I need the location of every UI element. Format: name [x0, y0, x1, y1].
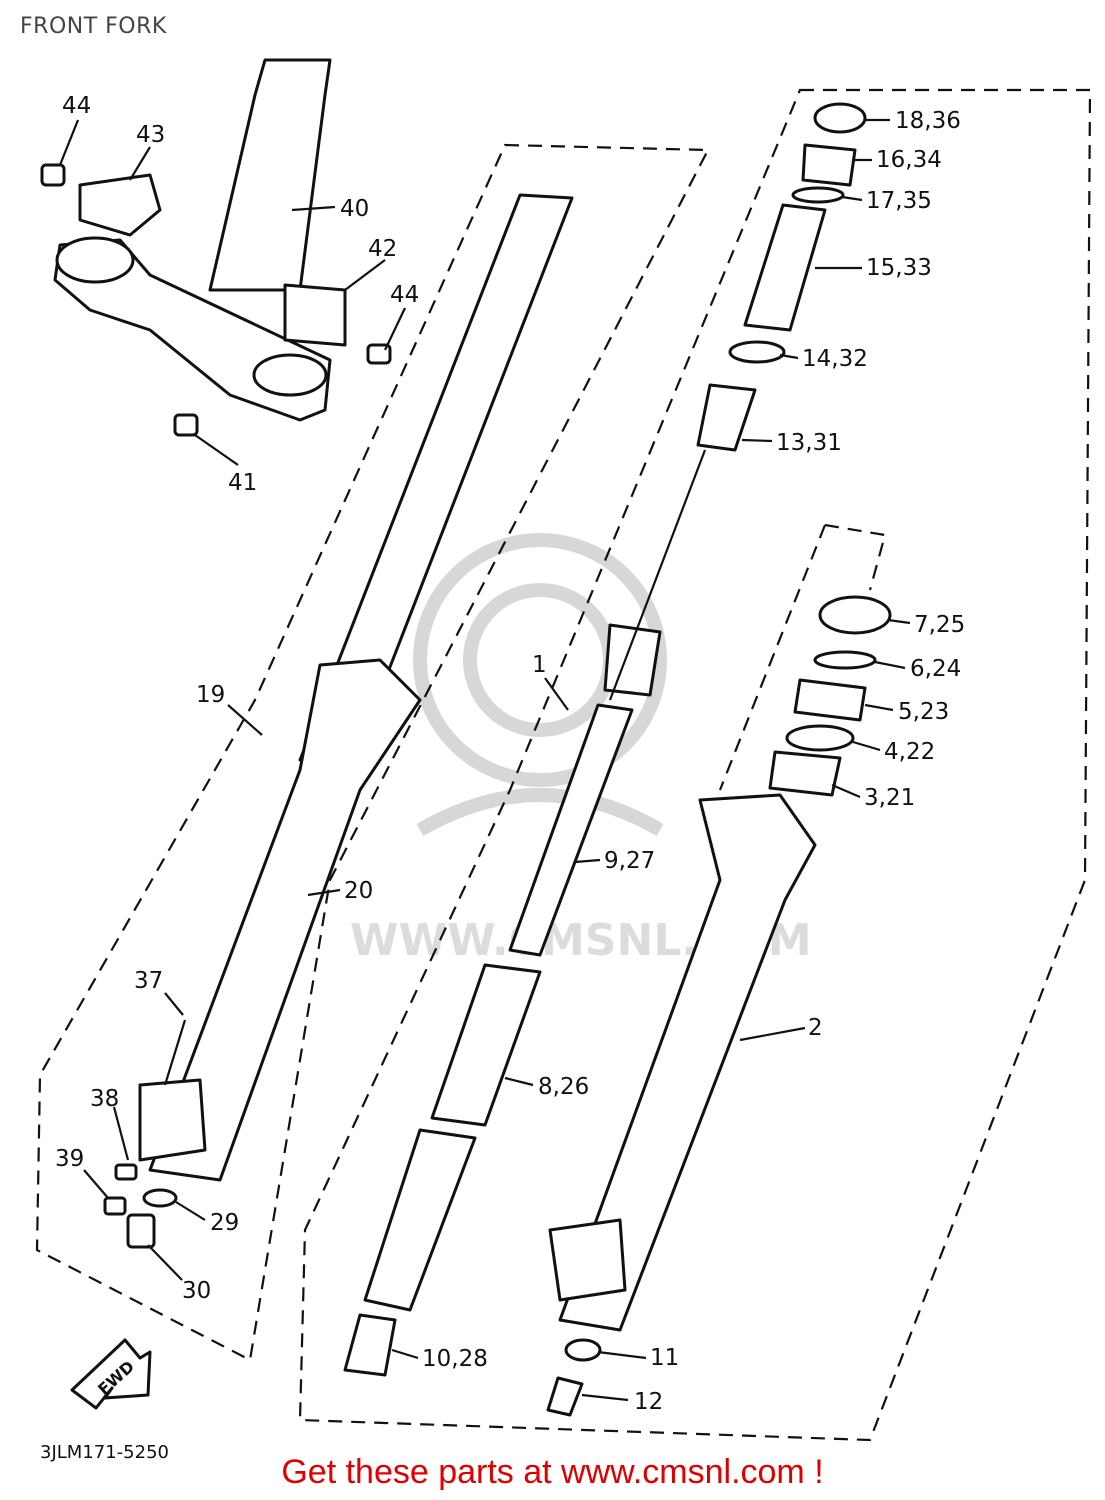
dust-seal-7 — [818, 595, 892, 635]
callout-16-34: 16,34 — [876, 147, 942, 173]
clamp-43 — [78, 173, 162, 237]
axle-holder-right — [548, 1218, 627, 1302]
callout-17-35: 17,35 — [866, 188, 932, 214]
callout-44: 44 — [62, 93, 91, 119]
callout-13-31: 13,31 — [776, 430, 842, 456]
callout-30: 30 — [182, 1278, 211, 1304]
rebound-spring — [603, 623, 662, 697]
slide-bushing-8 — [430, 963, 542, 1127]
right-fork-group-outline — [298, 88, 1092, 1442]
spring-13 — [696, 383, 757, 452]
cap-bolt — [813, 102, 867, 134]
oil-lock-piece-10 — [343, 1313, 397, 1377]
clip-6 — [813, 650, 877, 670]
callout-1: 1 — [532, 652, 547, 678]
nut-39 — [103, 1196, 127, 1216]
callout-2: 2 — [808, 1015, 823, 1041]
callout-14-32: 14,32 — [802, 346, 868, 372]
washer-11 — [564, 1338, 602, 1362]
cap-16 — [801, 143, 857, 187]
callout-10-28: 10,28 — [422, 1346, 488, 1372]
callout-37: 37 — [134, 968, 163, 994]
callout-41: 41 — [228, 470, 257, 496]
seat-14 — [728, 340, 786, 364]
page-title: FRONT FORK — [20, 14, 167, 39]
washer-4 — [785, 724, 855, 752]
callout-3-21: 3,21 — [864, 785, 915, 811]
callout-8-26: 8,26 — [538, 1074, 589, 1100]
bushing-3 — [768, 750, 842, 797]
axle-holder-left — [138, 1078, 207, 1162]
callout-43: 43 — [136, 122, 165, 148]
bolt-37 — [163, 1019, 187, 1086]
watermark-logo — [413, 533, 667, 837]
callout-12: 12 — [634, 1389, 663, 1415]
leader-lines — [58, 118, 911, 1402]
callout-7-25: 7,25 — [914, 612, 965, 638]
bottom-case-guide-line — [718, 524, 827, 791]
callout-5-23: 5,23 — [898, 699, 949, 725]
spacer-15 — [743, 203, 827, 332]
callout-40: 40 — [340, 196, 369, 222]
callout-20: 20 — [344, 878, 373, 904]
callout-4-22: 4,22 — [884, 739, 935, 765]
callout-29: 29 — [210, 1210, 239, 1236]
callout-6-24: 6,24 — [910, 656, 961, 682]
callouts: 44 43 40 42 44 41 18,36 16,34 17,35 15,3… — [55, 93, 965, 1415]
footer-cta-link[interactable]: Get these parts at www.cmsnl.com ! — [281, 1453, 824, 1491]
callout-11: 11 — [650, 1345, 679, 1371]
damper-rod — [508, 703, 634, 957]
callout-15-33: 15,33 — [866, 255, 932, 281]
callout-42: 42 — [368, 236, 397, 262]
callout-18-36: 18,36 — [895, 108, 961, 134]
callout-9-27: 9,27 — [604, 848, 655, 874]
callout-19: 19 — [196, 682, 225, 708]
bolt-30 — [126, 1213, 156, 1249]
callout-39: 39 — [55, 1146, 84, 1172]
collar-42 — [283, 283, 347, 347]
drawing-code: 3JLM171-5250 — [40, 1442, 169, 1463]
bolt-41 — [173, 413, 199, 437]
outer-tube-right — [558, 793, 817, 1332]
washer-29 — [142, 1188, 178, 1208]
bolt-12 — [546, 1376, 584, 1417]
callout-44-right: 44 — [390, 282, 419, 308]
callout-38: 38 — [90, 1086, 119, 1112]
under-bracket — [53, 58, 332, 422]
nut-38 — [114, 1163, 138, 1181]
outer-tube-left — [148, 658, 422, 1182]
lower-tube — [363, 1128, 477, 1312]
pinch-bolt-44-top — [40, 163, 66, 187]
oil-seal-5 — [793, 678, 867, 722]
bottom-case-group-outline — [824, 523, 887, 591]
o-ring-17 — [791, 186, 845, 204]
inner-tube-group-outline — [35, 143, 710, 1362]
fwd-arrow-icon: FWD — [70, 1338, 152, 1410]
spring-guide-line — [608, 449, 707, 701]
